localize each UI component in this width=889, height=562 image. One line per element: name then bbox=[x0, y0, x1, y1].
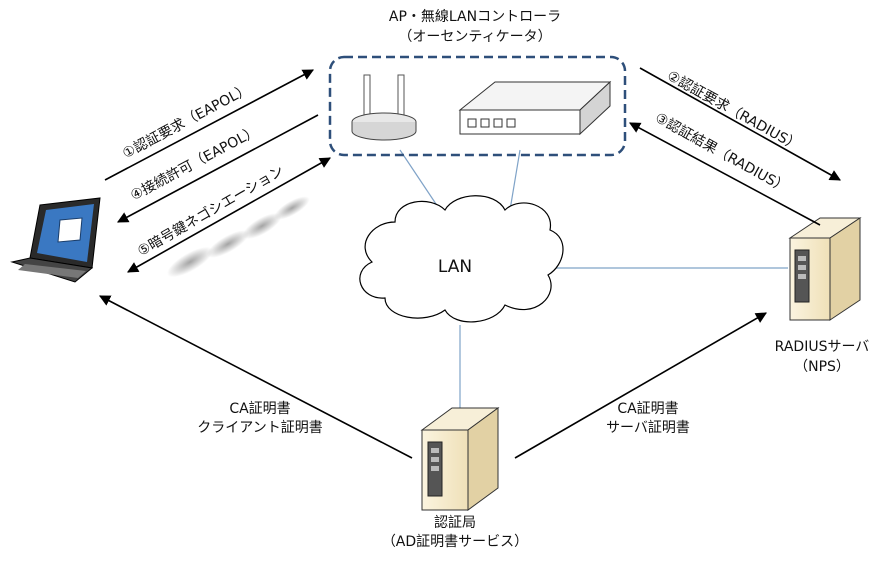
client-laptop-icon bbox=[10, 197, 101, 283]
authenticator-title: AP・無線LANコントローラ bbox=[388, 9, 562, 25]
cert-to-radius-line2: サーバ証明書 bbox=[606, 420, 690, 436]
access-point-icon bbox=[351, 74, 417, 141]
radius-server-sub: （NPS） bbox=[794, 359, 850, 375]
cert-to-radius-arrow bbox=[514, 312, 767, 459]
lan-label: LAN bbox=[437, 257, 473, 277]
ca-server-icon bbox=[420, 407, 500, 511]
step5-arrow bbox=[127, 157, 331, 273]
authenticator-subtitle: （オーセンティケータ） bbox=[398, 29, 552, 45]
wireless-signal-icon bbox=[167, 196, 310, 278]
step3-arrow bbox=[629, 122, 821, 226]
step2-arrow bbox=[639, 67, 841, 181]
cert-to-client-line2: クライアント証明書 bbox=[197, 420, 323, 436]
lan-cloud bbox=[359, 195, 564, 323]
cert-to-client-line1: CA証明書 bbox=[229, 401, 291, 417]
cert-to-client-arrow bbox=[99, 295, 413, 459]
cert-to-radius-line1: CA証明書 bbox=[617, 401, 679, 417]
radius-server-icon bbox=[788, 217, 862, 321]
lan-links bbox=[399, 149, 788, 408]
ca-server-name: 認証局 bbox=[434, 515, 476, 531]
radius-server-name: RADIUSサーバ bbox=[774, 339, 870, 355]
wlan-controller-icon bbox=[458, 80, 612, 136]
ca-server-sub: （AD証明書サービス） bbox=[381, 534, 529, 550]
authenticator-group-box bbox=[328, 55, 627, 157]
